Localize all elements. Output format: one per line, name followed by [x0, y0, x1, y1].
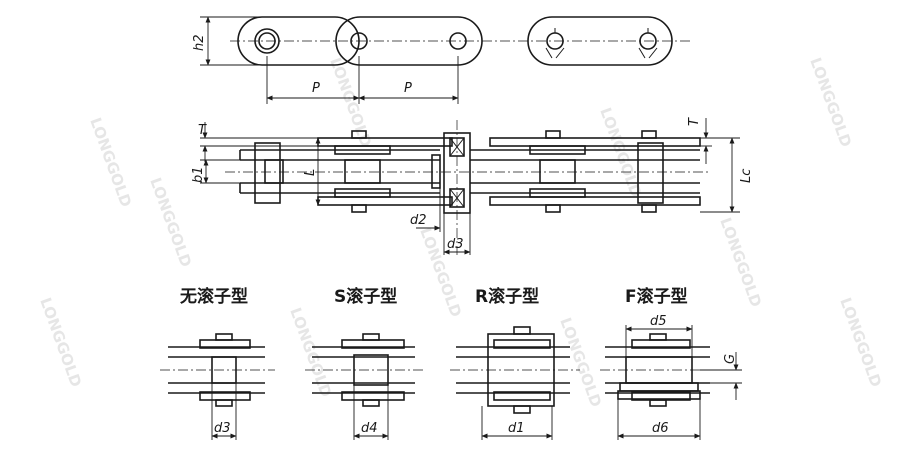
- variant-none-dim: d3: [214, 421, 231, 436]
- lc-label: Lc: [739, 169, 754, 183]
- variant-title-r: R滚子型: [475, 286, 539, 307]
- svg-text:LONGGOLD: LONGGOLD: [36, 295, 85, 389]
- d3-label: d3: [447, 237, 464, 252]
- variant-r-dim: d1: [508, 421, 525, 436]
- variant-title-f: F滚子型: [625, 286, 688, 307]
- pitch-label-2: P: [404, 81, 412, 96]
- variant-r-drawing: [450, 326, 580, 440]
- pitch-label-1: P: [312, 81, 320, 96]
- variant-f-drawing: [600, 325, 742, 440]
- d2-label: d2: [410, 213, 427, 228]
- svg-text:LONGGOLD: LONGGOLD: [326, 55, 375, 149]
- h2-label: h2: [192, 34, 207, 51]
- svg-text:LONGGOLD: LONGGOLD: [86, 115, 135, 209]
- variant-s-drawing: [305, 333, 425, 440]
- variant-f-d5: d5: [650, 314, 667, 329]
- t-right-label: T: [687, 117, 702, 126]
- t-left-label: T: [198, 123, 207, 138]
- svg-text:LONGGOLD: LONGGOLD: [556, 315, 605, 409]
- variant-title-none: 无滚子型: [179, 286, 248, 307]
- svg-text:LONGGOLD: LONGGOLD: [286, 305, 335, 399]
- svg-text:LONGGOLD: LONGGOLD: [716, 215, 765, 309]
- variant-s-dim: d4: [361, 421, 378, 436]
- variant-f-g: G: [723, 354, 738, 364]
- side-view-assembly: [200, 118, 740, 255]
- svg-text:LONGGOLD: LONGGOLD: [146, 175, 195, 269]
- svg-text:LONGGOLD: LONGGOLD: [836, 295, 885, 389]
- b1-label: b1: [191, 166, 206, 183]
- variant-title-s: S滚子型: [334, 286, 397, 307]
- variant-none-drawing: [160, 333, 275, 440]
- svg-text:LONGGOLD: LONGGOLD: [806, 55, 855, 149]
- top-view-plates: [200, 16, 690, 104]
- variant-f-dim: d6: [652, 421, 669, 436]
- l-label: L: [303, 169, 318, 176]
